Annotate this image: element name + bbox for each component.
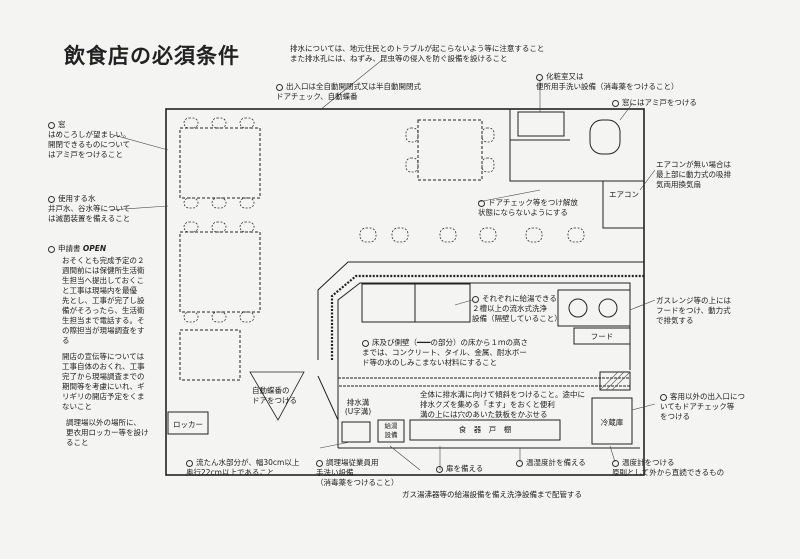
hatched-box <box>599 371 631 391</box>
thermo-note-text: 温湿度計を備える <box>526 458 586 467</box>
drain-note: 排水については、地元住民とのトラブルが起こらないよう等に注意すること また排水孔… <box>290 44 545 63</box>
floor-note: 床及び側壁（━━━の部分）の床から１ｍの高さ までは、コンクリート、タイル、金属… <box>362 338 528 368</box>
window-screen-note: 窓にはアミ戸をつける <box>612 98 697 108</box>
locker-label: ロッカー <box>173 420 203 429</box>
counter-inner <box>330 274 644 360</box>
sink-note: それぞれに給湯できる ２槽以上の流水式洗浄 設備（隔壁していること） <box>472 294 562 324</box>
bullet-icon <box>478 199 485 207</box>
fridge-note-text: 温度計をつける 原則として外から直読できるもの <box>612 458 725 477</box>
bullet-icon <box>612 459 619 467</box>
bullet-icon <box>516 459 523 467</box>
handwash-note-text: 調理場従業員用 手洗い設備 （消毒薬をつけること） <box>316 458 399 487</box>
advertising-note: 開店の宣伝等については 工事自体のおくれ、工事 完了から現場調査までの 期間等を… <box>62 352 145 411</box>
water-note: 使用する水 井戸水、谷水等について は滅菌装置を備えること <box>48 194 130 224</box>
page-title: 飲食店の必須条件 <box>64 44 240 68</box>
counter-outer <box>317 261 644 360</box>
locker-note: 調理場以外の場所に、 更衣用ロッカー等を設け ること <box>66 418 149 447</box>
water-note-text: 使用する水 井戸水、谷水等について は滅菌装置を備えること <box>48 194 131 223</box>
application-note: おそくとも完成予定の２ 週間前には保健所生活衛 生担当へ提出しておくこ と工事は… <box>62 256 145 345</box>
gas-range <box>557 289 631 327</box>
bullet-icon <box>186 459 193 467</box>
locker-box <box>167 411 209 435</box>
cupboard-note-text: 扉を備える <box>446 464 484 473</box>
aircon-label: エアコン <box>609 190 639 199</box>
door-check-text: ドアチェック等をつけ解放 状態にならないようにする <box>478 198 578 217</box>
customer-door-text: 客用以外の出入口につ いてもドアチェック等 をつける <box>660 392 745 421</box>
hood-box <box>573 327 631 345</box>
bullet-icon <box>48 195 55 203</box>
sink-unit <box>361 283 471 323</box>
cupboard-note: 扉を備える <box>436 464 483 474</box>
floor-note-text: 床及び側壁（━━━の部分）の床から１ｍの高さ までは、コンクリート、タイル、金属… <box>362 338 529 367</box>
bullet-icon <box>48 245 55 253</box>
outer-wall <box>165 108 645 476</box>
toilet-room <box>509 108 645 182</box>
bullet-icon <box>276 83 283 91</box>
toilet-note-text: 化粧室又は 便所用手洗い設備（消毒薬をつけること） <box>536 72 679 91</box>
width-note-text: 流たん水部分が、幅30cm以上 奥行22cm以上であること <box>186 458 300 477</box>
drain-label: 排水溝 (U字溝) <box>344 398 372 416</box>
bullet-icon <box>48 121 55 129</box>
heater-box <box>377 419 405 443</box>
fridge-label: 冷蔵庫 <box>600 418 624 427</box>
entrance-note: 出入口は全自動開閉式又は半自動開閉式 ドアチェック、自動蝶番 <box>276 82 421 102</box>
toilet-note: 化粧室又は 便所用手洗い設備（消毒薬をつけること） <box>536 72 679 92</box>
trench-note: 全体に排水溝に向けて傾斜をつけること。途中に 排水クズを集める「ます」をおくと便… <box>420 390 585 419</box>
aircon-box <box>602 180 645 229</box>
hood-label: フード <box>590 332 614 341</box>
table-4 <box>417 119 483 181</box>
window-screen-text: 窓にはアミ戸をつける <box>622 98 697 107</box>
toilet-bowl <box>589 119 621 155</box>
fridge-note: 温度計をつける 原則として外から直読できるもの <box>612 458 724 478</box>
bullet-icon <box>612 99 619 107</box>
door-check-note: ドアチェック等をつけ解放 状態にならないようにする <box>478 198 578 218</box>
handwash-note: 調理場従業員用 手洗い設備 （消毒薬をつけること） <box>316 458 399 488</box>
cupboard-label: 食 器 戸 棚 <box>458 425 512 434</box>
fridge-box <box>591 397 633 445</box>
boiler-note: ガス湯沸器等の給湯設備を備え洗浄設備まで配管する <box>402 490 582 499</box>
toilet-sink <box>517 111 565 137</box>
open-stamp: OPEN <box>82 244 107 253</box>
bullet-icon <box>362 339 369 347</box>
bullet-icon <box>436 465 443 473</box>
drain-channel <box>337 377 631 387</box>
sink-note-text: それぞれに給湯できる ２槽以上の流水式洗浄 設備（隔壁していること） <box>472 294 562 323</box>
application-head: 申請書 OPEN <box>48 244 106 254</box>
customer-door-note: 客用以外の出入口につ いてもドアチェック等 をつける <box>660 392 745 422</box>
window-note: 窓 はめころしが望ましい。 開閉できるものについて はアミ戸をつけること <box>48 120 131 160</box>
bullet-icon <box>472 295 479 303</box>
thermo-note: 温湿度計を備える <box>516 458 586 468</box>
auto-hinge-note: 自動蝶番の ドアをつける <box>252 386 297 405</box>
aircon-note: エアコンが無い場合は 最上部に動力式の吸排 気両用換気扇 <box>656 160 731 189</box>
bullet-icon <box>316 459 323 467</box>
bullet-icon <box>536 73 543 81</box>
handwash-box <box>341 421 371 443</box>
table-2 <box>179 231 261 313</box>
cupboard-box <box>409 419 561 441</box>
application-head-text: 申請書 <box>58 244 81 253</box>
window-note-text: 窓 はめころしが望ましい。 開閉できるものについて はアミ戸をつけること <box>48 120 131 159</box>
table-3 <box>179 329 241 381</box>
heater-label: 給湯 設備 <box>384 422 398 439</box>
entrance-note-text: 出入口は全自動開閉式又は半自動開閉式 ドアチェック、自動蝶番 <box>276 82 421 101</box>
gas-note: ガスレンジ等の上には フードをつけ、動力式 で排気する <box>656 296 731 325</box>
bullet-icon <box>660 393 667 401</box>
width-note: 流たん水部分が、幅30cm以上 奥行22cm以上であること <box>186 458 299 478</box>
table-1 <box>179 127 261 199</box>
